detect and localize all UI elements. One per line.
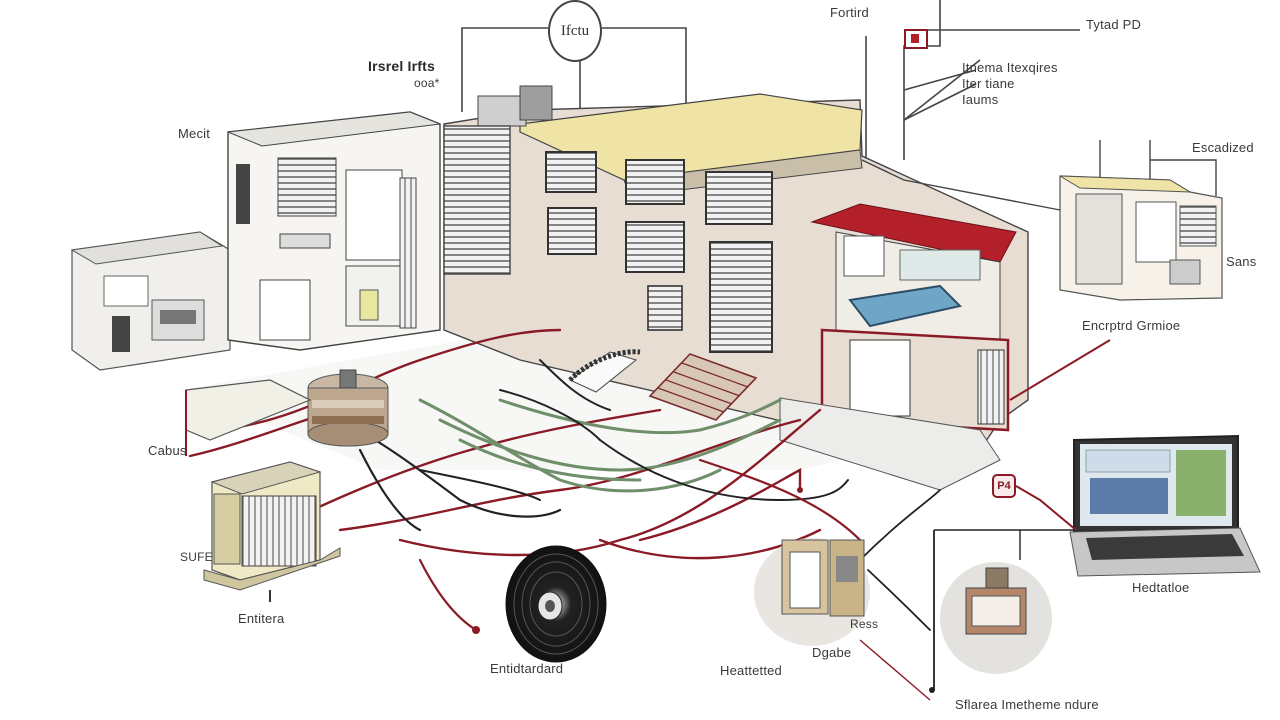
right-list-item-3: Iaums [962, 92, 999, 107]
right-module [1059, 140, 1223, 301]
sufe-label: SUFE [180, 550, 213, 564]
encrptd-label: Encrptrd Grmioe [1082, 318, 1181, 333]
cabus-label: Cabus [148, 443, 187, 458]
callout-badge: P4 [992, 474, 1016, 498]
mech-label: Mecit [178, 126, 211, 141]
right-list-item-1: Itnema Itexqires [962, 60, 1058, 75]
transformer-unit [307, 369, 389, 447]
cable-network [188, 328, 941, 632]
tytad-label: Tytad PD [1086, 17, 1142, 32]
dgabe-label: Dgabe [812, 645, 852, 660]
installed-sublabel: ooa* [414, 76, 440, 90]
cable-coil [505, 545, 607, 663]
installed-label: Irsrel Irfts [368, 58, 435, 74]
sans-label: Sans [1226, 254, 1257, 269]
left-small-building [70, 231, 231, 371]
escadized-label: Escadized [1192, 140, 1254, 155]
hvac-cabinet [203, 461, 341, 602]
entidardd-label: Entidtardard [490, 661, 564, 676]
laptop [1069, 434, 1261, 577]
ress-label: Ress [850, 617, 879, 631]
left-tall-building [227, 111, 441, 351]
bottom-right-label: Sflarea Imetheme ndure [955, 697, 1099, 712]
hedtatloe-label: Hedtatloe [1132, 580, 1190, 595]
right-list-item-2: Iter tiane [962, 76, 1015, 91]
device-circle [933, 529, 1076, 690]
entitera-label: Entitera [238, 611, 285, 626]
heatteted-label: Heattetted [720, 663, 782, 678]
fontured-label: Fortird [830, 5, 869, 20]
cabinet-circle [754, 538, 870, 646]
top-circle-label: Ifctu [548, 0, 602, 62]
